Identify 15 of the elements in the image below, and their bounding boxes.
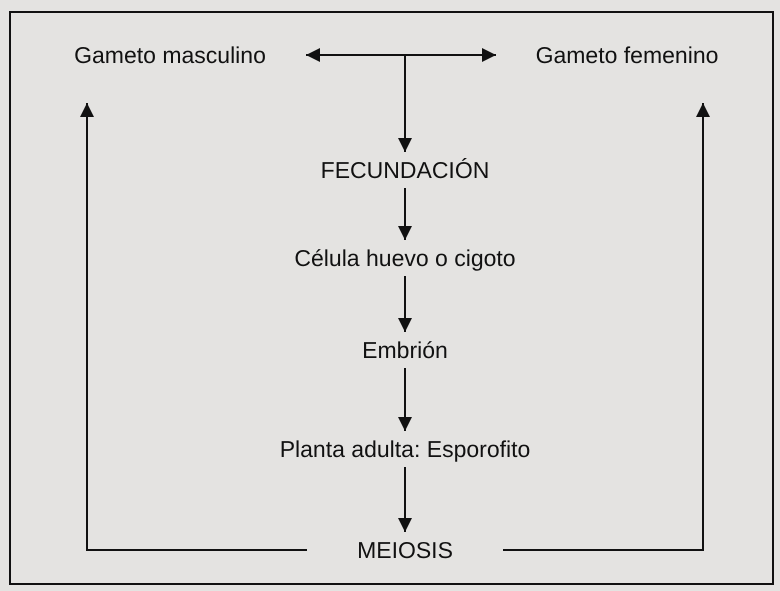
stage-label: MEIOSIS bbox=[357, 536, 453, 564]
stage-label: FECUNDACIÓN bbox=[320, 156, 490, 184]
stage-label: Embrión bbox=[362, 336, 448, 364]
arrow bbox=[306, 48, 496, 62]
arrow bbox=[80, 103, 307, 551]
stage-label: Gameto femenino bbox=[536, 42, 718, 68]
arrow bbox=[398, 55, 412, 152]
stage-label: Célula huevo o cigoto bbox=[294, 244, 516, 272]
arrow bbox=[503, 103, 710, 551]
stage-label: Gameto masculino bbox=[74, 42, 266, 68]
arrow bbox=[398, 368, 412, 431]
arrow bbox=[398, 276, 412, 332]
arrow bbox=[398, 188, 412, 240]
stage-label: Planta adulta: Esporofito bbox=[280, 436, 530, 462]
arrow bbox=[398, 467, 412, 532]
